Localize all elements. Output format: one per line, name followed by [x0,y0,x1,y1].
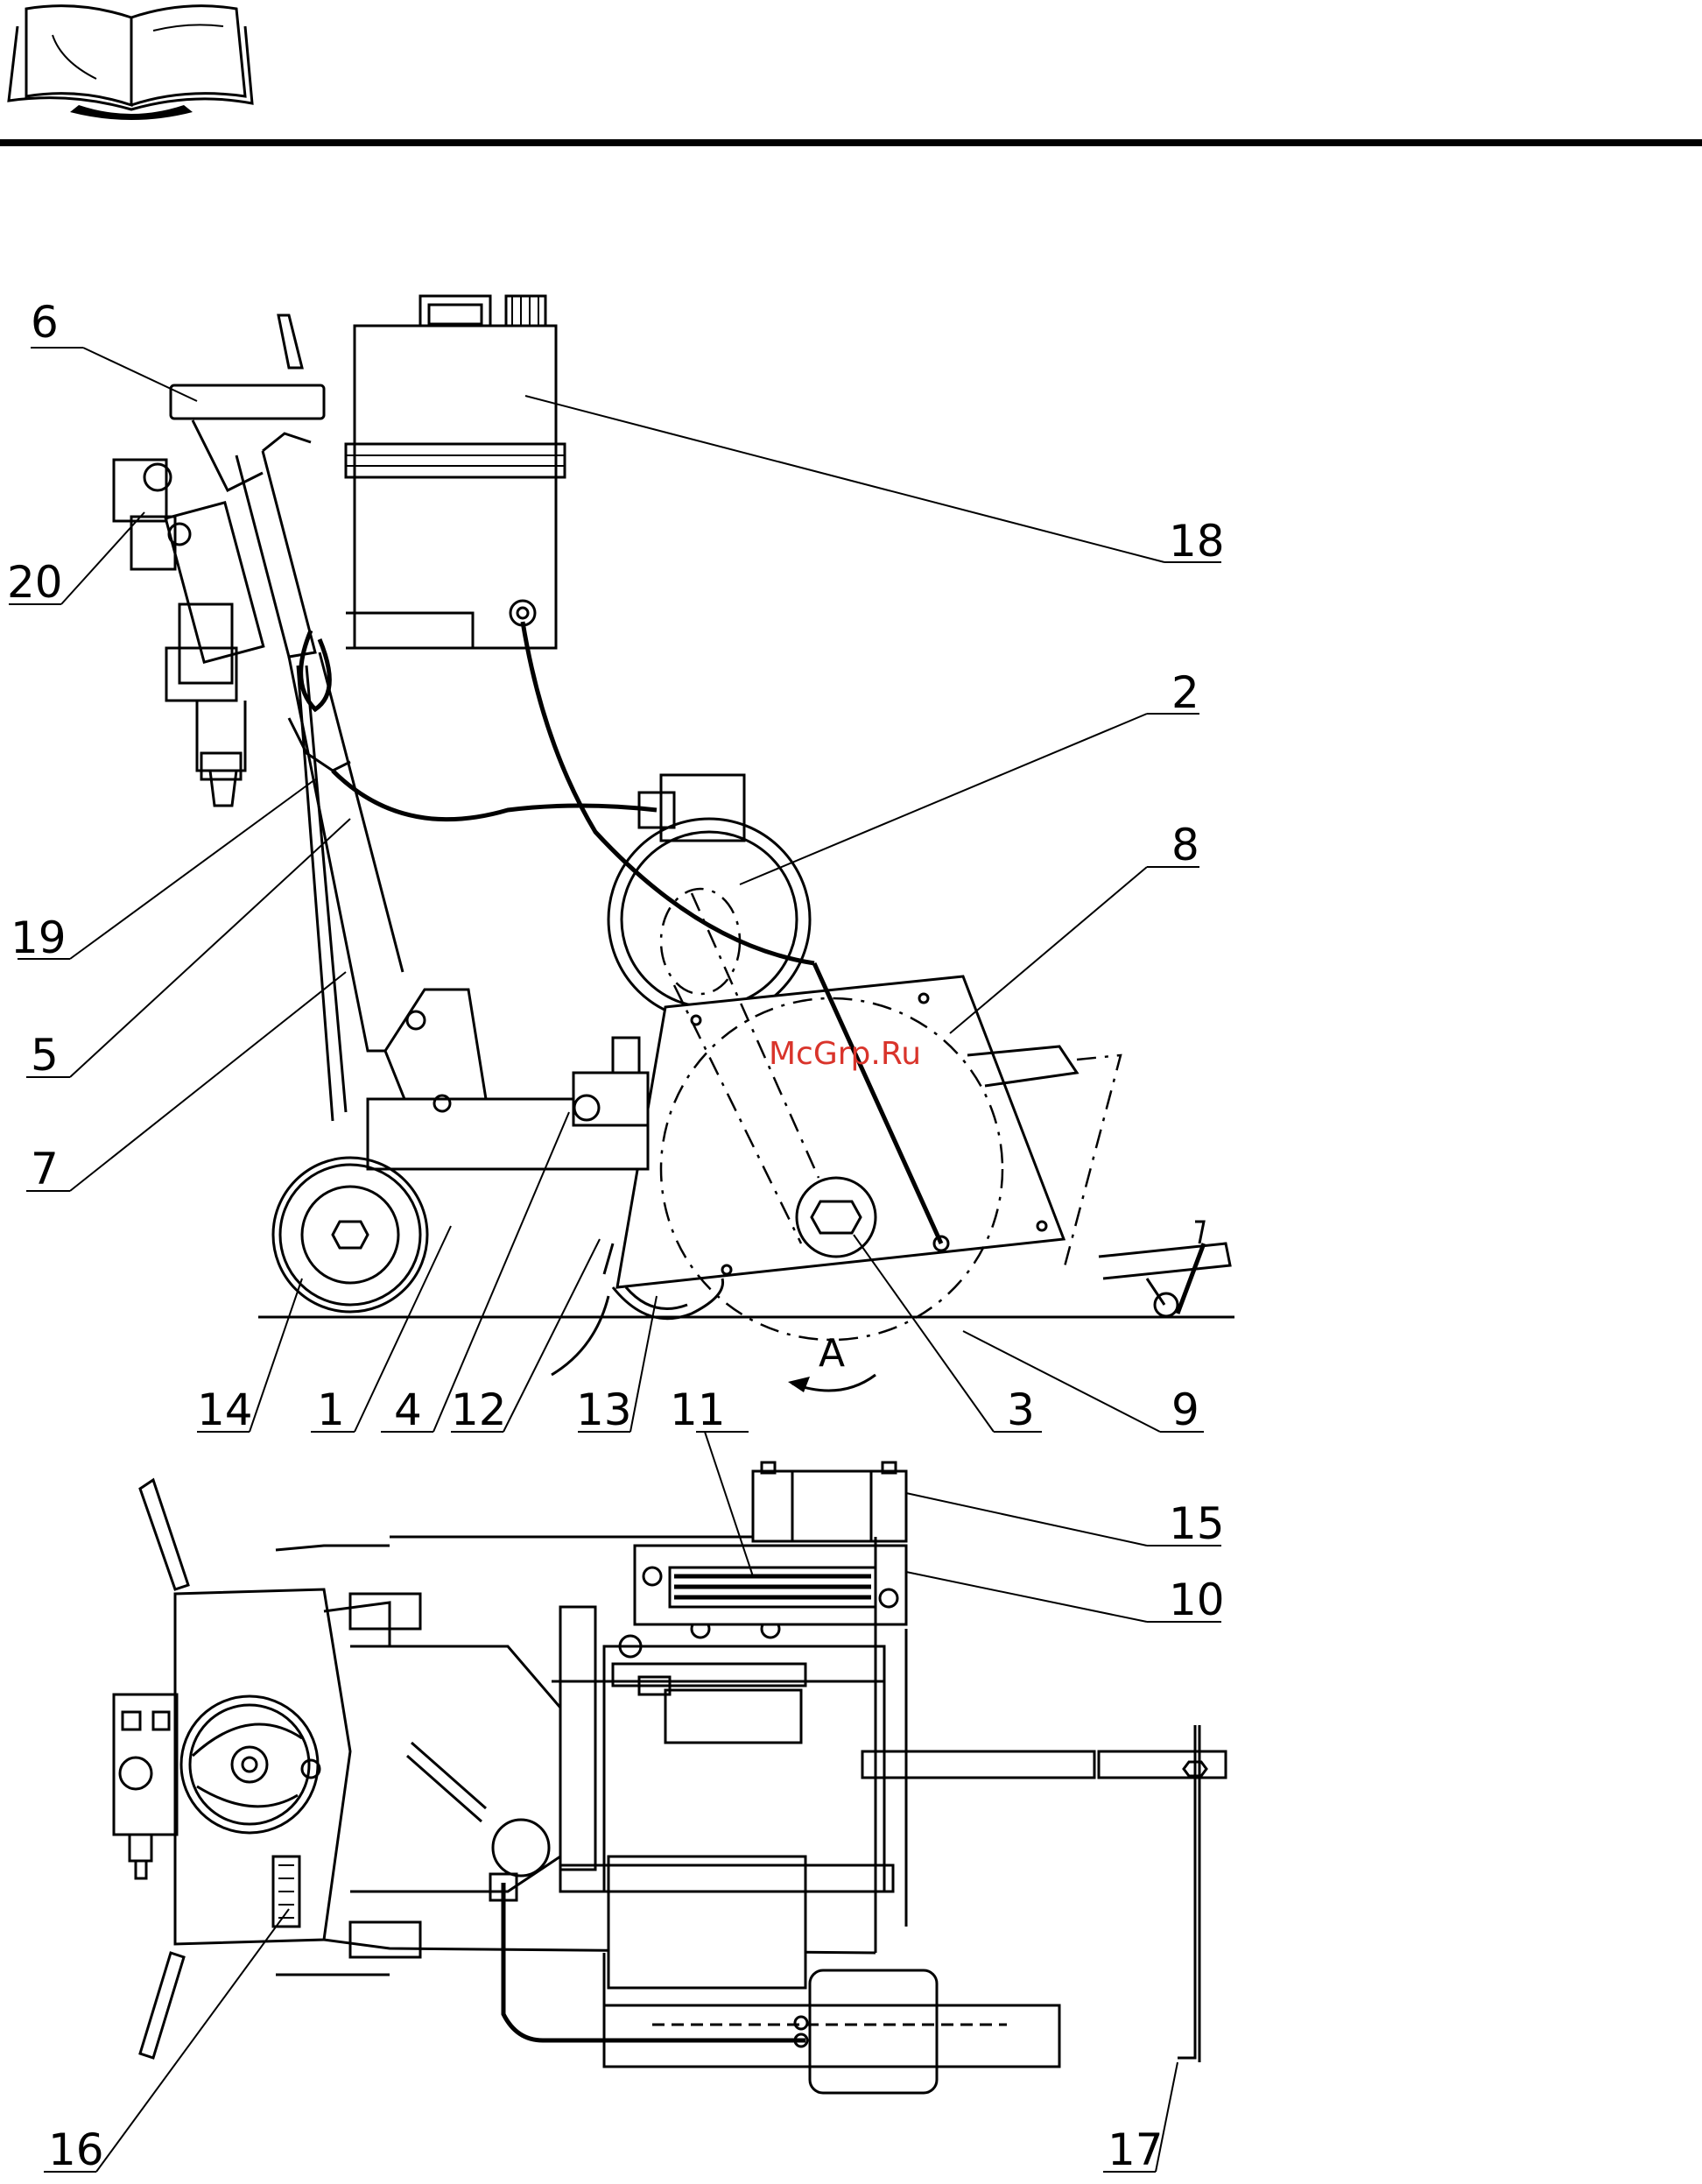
callout-20: 20 [7,557,63,608]
callout-14: 14 [197,1384,253,1435]
callout-10: 10 [1169,1575,1225,1625]
callout-13: 13 [576,1384,632,1435]
callout-15: 15 [1169,1498,1225,1549]
callout-1: 1 [317,1384,345,1435]
callout-5: 5 [31,1030,59,1081]
side-view [114,296,1234,1392]
callout-8: 8 [1171,820,1199,870]
watermark: McGrp.Ru [769,1036,921,1072]
rotation-label: A [819,1331,845,1376]
open-book-icon [9,6,252,120]
callout-17: 17 [1108,2124,1164,2175]
callout-18: 18 [1169,516,1225,567]
header-rule [0,139,1702,146]
callout-2: 2 [1171,667,1199,718]
callout-6: 6 [31,297,59,348]
callout-3: 3 [1007,1384,1035,1435]
side-view-leaders [9,348,1221,1432]
callout-16: 16 [48,2124,104,2175]
callout-19: 19 [11,912,67,963]
callout-11: 11 [670,1384,726,1435]
callout-9: 9 [1171,1384,1199,1435]
callout-12: 12 [451,1384,507,1435]
callout-4: 4 [394,1384,422,1435]
callout-7: 7 [31,1144,59,1194]
top-view [114,1462,1226,2093]
